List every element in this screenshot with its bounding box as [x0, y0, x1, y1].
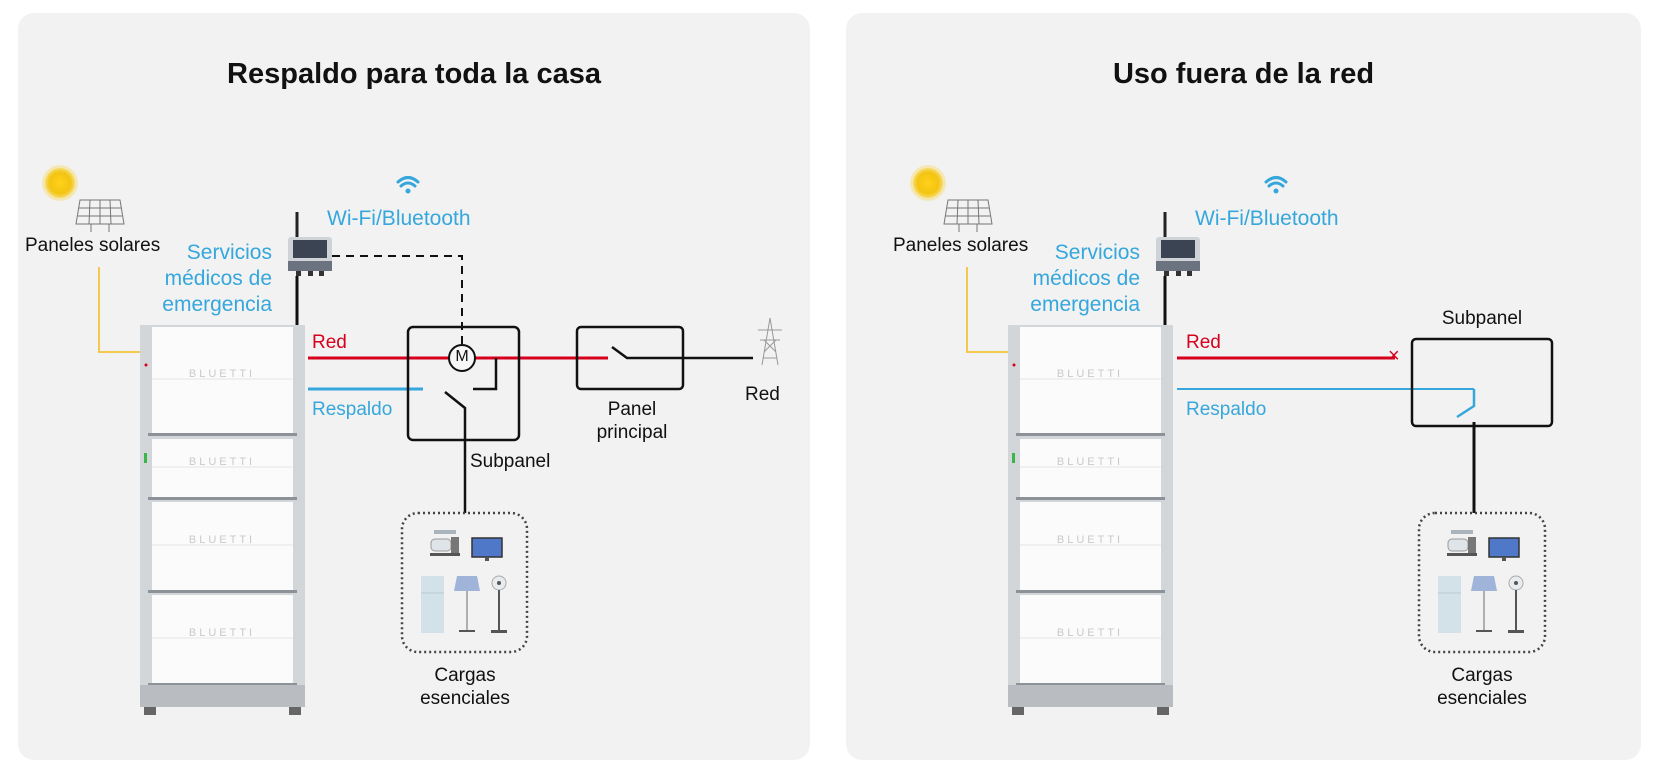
grid-line-label: Red [1186, 332, 1221, 353]
motor-icon [448, 344, 476, 372]
emergency-medical-label: Servicios médicos de emergencia [1018, 240, 1140, 318]
solar-wire [98, 267, 140, 353]
refrigerator-icon [1438, 576, 1461, 633]
sun-icon [42, 165, 78, 201]
transfer-subpanel-box [406, 325, 521, 442]
panel-title: Respaldo para toda la casa [227, 58, 601, 90]
kitchen-appliance-icon [1447, 530, 1477, 556]
essential-loads-label: Cargas esenciales [405, 664, 525, 710]
main-breaker-switch [611, 345, 753, 360]
smart-gateway-device [288, 237, 332, 282]
loads-box [400, 511, 529, 654]
control-dashed-line [332, 255, 463, 345]
gateway-icon [1156, 237, 1200, 276]
power-tower-icon [758, 317, 782, 366]
svg-text:BLUETTI: BLUETTI [189, 368, 255, 380]
solar-panels-label: Paneles solares [893, 235, 1029, 256]
monitor-icon [471, 537, 503, 561]
solar-panels-label: Paneles solares [25, 235, 161, 256]
svg-text:BLUETTI: BLUETTI [1057, 456, 1123, 468]
svg-text:BLUETTI: BLUETTI [1057, 368, 1123, 380]
subpanel-label: Subpanel [470, 451, 551, 472]
grid-contact [473, 358, 498, 391]
svg-text:BLUETTI: BLUETTI [189, 534, 255, 546]
gateway-icon [288, 237, 332, 276]
loads-line: esenciales [1437, 688, 1527, 709]
fan-icon [491, 575, 507, 633]
wifi-dot [405, 188, 411, 194]
medical-line: Servicios [186, 241, 272, 264]
emergency-medical-label: Servicios médicos de emergencia [150, 240, 272, 318]
main-panel-label: Panel principal [582, 398, 682, 444]
refrigerator-icon [421, 576, 444, 633]
main-panel-line: principal [596, 422, 668, 443]
medical-line: médicos de [164, 267, 272, 290]
lamp-icon [1471, 576, 1497, 632]
panel-title: Uso fuera de la red [1112, 58, 1375, 90]
wifi-bluetooth-label: Wi-Fi/Bluetooth [327, 207, 471, 230]
kitchen-appliance-icon [430, 530, 460, 556]
motor-label: M [455, 348, 469, 365]
fan-icon [1508, 575, 1524, 633]
wifi-dot [1273, 188, 1279, 194]
subpanel-label: Subpanel [1441, 308, 1523, 329]
medical-line: médicos de [1032, 267, 1140, 290]
medical-line: emergencia [162, 293, 272, 316]
wifi-icon [1264, 176, 1288, 188]
backup-switch [1456, 389, 1476, 419]
transfer-switch [444, 391, 467, 513]
grid-line-label: Red [312, 332, 347, 353]
medical-line: Servicios [1054, 241, 1140, 264]
subpanel-box [1410, 337, 1554, 428]
loads-icon-set [421, 530, 507, 633]
loads-line: Cargas [434, 665, 496, 686]
lamp-icon [454, 576, 480, 632]
loads-line: Cargas [1451, 665, 1513, 686]
essential-loads-icons [402, 513, 528, 658]
essential-loads-label: Cargas esenciales [1422, 664, 1542, 710]
svg-text:BLUETTI: BLUETTI [189, 456, 255, 468]
wifi-icon [396, 176, 420, 188]
svg-text:BLUETTI: BLUETTI [189, 627, 255, 639]
solar-panel-icon [943, 199, 993, 232]
battery-icon: BLUETTI BLUETTI BLUETTI BLUETTI [1005, 325, 1176, 715]
utility-grid-label: Red [745, 384, 780, 405]
battery-icon: BLUETTI BLUETTI BLUETTI BLUETTI [137, 325, 308, 715]
sun-icon [910, 165, 946, 201]
battery-stack: BLUETTI BLUETTI BLUETTI BLUETTI [1005, 325, 1176, 722]
backup-line-label: Respaldo [312, 399, 393, 420]
svg-text:BLUETTI: BLUETTI [1057, 534, 1123, 546]
solar-wire [966, 267, 1008, 353]
loads-icon-set [1438, 530, 1524, 633]
monitor-icon [1488, 537, 1520, 561]
grid-cut-mark: × [1388, 345, 1400, 367]
loads-box [1417, 511, 1547, 654]
wifi-bluetooth-label: Wi-Fi/Bluetooth [1195, 207, 1339, 230]
loads-line: esenciales [420, 688, 510, 709]
main-panel-line: Panel [607, 399, 657, 420]
off-grid-panel [846, 13, 1641, 760]
medical-line: emergencia [1030, 293, 1140, 316]
smart-gateway-device [1156, 237, 1200, 282]
backup-line-label: Respaldo [1186, 399, 1267, 420]
essential-loads-icons [1419, 513, 1545, 658]
solar-panel-icon [75, 199, 125, 232]
svg-text:BLUETTI: BLUETTI [1057, 627, 1123, 639]
battery-stack: BLUETTI BLUETTI BLUETTI BLUETTI [137, 325, 308, 722]
